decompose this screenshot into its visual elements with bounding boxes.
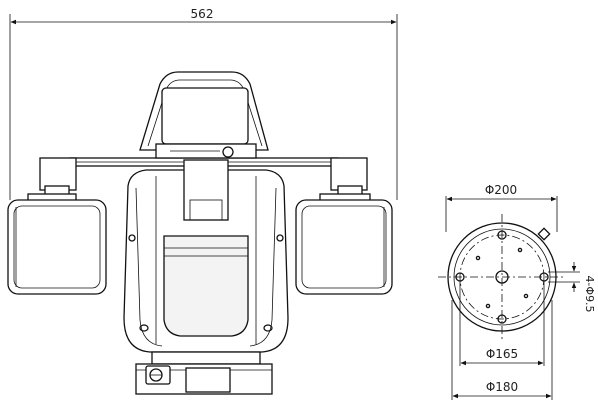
outer-diameter-dimension: Φ200 <box>445 183 558 232</box>
housing-window <box>161 87 249 145</box>
hole-spec-dimension: 4-Φ9.5 <box>548 262 596 313</box>
bolt-circle-label: Φ165 <box>486 347 518 361</box>
outer-diameter-label: Φ200 <box>485 183 517 197</box>
right-illuminator <box>295 199 393 295</box>
base-diameter-dimension: Φ180 <box>451 300 553 400</box>
base-diameter-label: Φ180 <box>486 380 518 394</box>
housing-knob <box>222 146 234 158</box>
bolt-hole <box>497 230 507 240</box>
camera-housing <box>139 71 269 159</box>
front-panel <box>163 235 249 337</box>
bolt-hole <box>497 314 507 324</box>
left-illuminator <box>7 199 107 295</box>
hole-spec-label: 4-Φ9.5 <box>583 275 596 312</box>
right-lamp-bracket <box>319 157 371 203</box>
base <box>135 351 273 395</box>
front-view <box>7 71 393 395</box>
tilt-column <box>183 159 229 221</box>
base-view: Φ200 4-Φ9.5 <box>438 183 596 400</box>
pan-tilt-body <box>123 159 289 353</box>
rim-tab <box>537 227 551 241</box>
overall-width-dimension: 562 <box>9 7 398 200</box>
overall-width-label: 562 <box>191 7 214 21</box>
left-lamp-bracket <box>27 157 77 203</box>
bolt-circle-dimension: Φ165 <box>459 281 545 366</box>
